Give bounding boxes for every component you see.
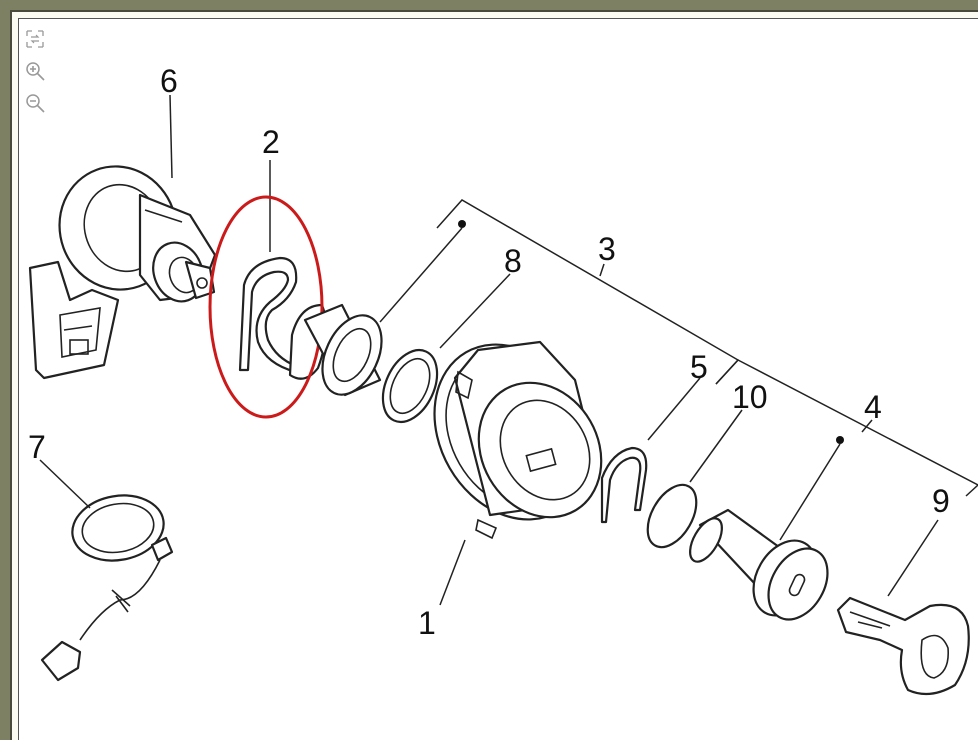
part-1-lock-housing[interactable] xyxy=(404,316,626,547)
callout-3: 3 xyxy=(598,231,616,267)
part-7-sensor-ring[interactable] xyxy=(40,488,174,682)
part-5-spring-clip[interactable] xyxy=(600,446,648,524)
bracket-4-end xyxy=(965,484,978,497)
leader-5 xyxy=(647,377,701,441)
callout-9: 9 xyxy=(932,483,950,519)
bracket-3-dot xyxy=(458,220,466,228)
highlight-circle-part-2 xyxy=(208,195,324,419)
leader-8 xyxy=(439,273,511,349)
callout-1: 1 xyxy=(418,605,436,641)
leader-4 xyxy=(861,419,873,433)
callout-4: 4 xyxy=(864,389,882,425)
part-10-o-ring[interactable] xyxy=(638,477,707,556)
leader-6 xyxy=(169,94,173,179)
fit-to-window-icon[interactable] xyxy=(24,28,46,50)
leader-10 xyxy=(689,409,743,483)
leader-1 xyxy=(439,539,466,606)
leader-3 xyxy=(599,263,605,277)
part-4-lock-cylinder[interactable] xyxy=(684,508,840,630)
bracket-4-dot xyxy=(836,436,844,444)
leader-4-sub xyxy=(779,443,841,541)
callout-8: 8 xyxy=(504,243,522,279)
part-8-o-ring[interactable] xyxy=(372,341,448,430)
callout-7: 7 xyxy=(28,429,46,465)
callout-6: 6 xyxy=(160,63,178,99)
leader-3-sub xyxy=(379,227,463,323)
leader-7 xyxy=(39,459,91,509)
zoom-in-icon[interactable] xyxy=(24,60,46,82)
leader-9 xyxy=(887,519,939,597)
callout-10: 10 xyxy=(732,379,768,415)
callout-2: 2 xyxy=(262,124,280,160)
callout-5: 5 xyxy=(690,349,708,385)
part-3-sleeve[interactable] xyxy=(303,303,393,404)
bracket-4 xyxy=(715,359,978,486)
part-6-switch-body[interactable] xyxy=(28,150,217,380)
part-9-key[interactable] xyxy=(836,596,970,696)
zoom-out-icon[interactable] xyxy=(24,92,46,114)
